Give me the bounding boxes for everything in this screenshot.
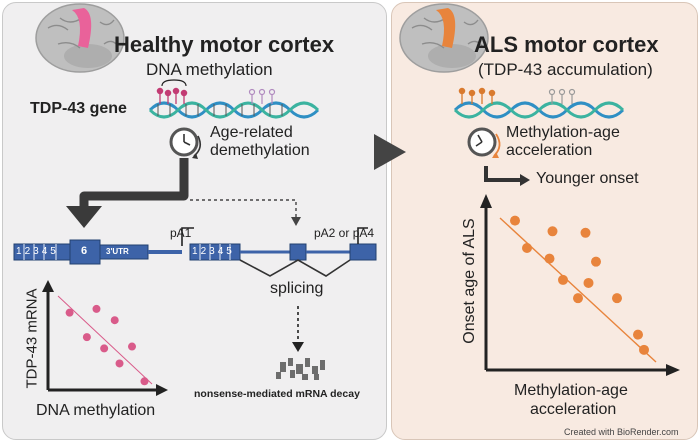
scatter-point xyxy=(65,308,74,317)
dna-methylation-label: DNA methylation xyxy=(146,60,273,79)
downward-flow-arrowhead xyxy=(66,206,102,228)
right-plot-ylabel: Onset age of ALS xyxy=(461,218,478,344)
exon-6-label: 6 xyxy=(81,245,88,257)
pa2-label: pA2 or pA4 xyxy=(314,226,375,240)
scatter-point xyxy=(522,243,532,253)
right-scatter-axes xyxy=(480,194,680,376)
right-plot-xlabel-1: Methylation-age xyxy=(514,382,628,399)
dna-helix-left xyxy=(148,79,320,119)
scatter-point xyxy=(82,333,91,342)
left-clock-label-1: Age-related xyxy=(210,124,293,141)
scatter-point xyxy=(558,274,568,285)
biorender-credit: Created with BioRender.com xyxy=(564,427,679,437)
younger-onset-label: Younger onset xyxy=(536,170,639,187)
scatter-point xyxy=(583,277,594,288)
scatter-point xyxy=(580,227,591,238)
full-transcript xyxy=(13,227,194,265)
left-scatter-axes xyxy=(42,280,168,396)
scatter-point xyxy=(591,256,601,267)
splicing-label: splicing xyxy=(270,280,324,297)
scatter-point xyxy=(128,342,136,351)
scatter-point xyxy=(110,316,119,325)
downward-flow-arrow xyxy=(79,158,189,212)
transition-arrow xyxy=(374,134,406,170)
scatter-point xyxy=(544,253,555,264)
left-plot-ylabel: TDP-43 mRNA xyxy=(23,288,41,389)
brain-right-icon xyxy=(399,3,489,73)
right-clock-label-1: Methylation-age xyxy=(506,124,620,141)
scatter-point xyxy=(633,329,643,340)
right-clock-label-2: acceleration xyxy=(506,142,593,159)
scatter-point xyxy=(100,344,109,353)
right-subtitle: (TDP-43 accumulation) xyxy=(478,60,653,79)
scatter-point xyxy=(612,293,622,304)
right-scatter-points xyxy=(510,215,649,355)
scatter-point xyxy=(92,304,101,313)
scatter-point xyxy=(547,226,558,237)
als-panel xyxy=(391,2,698,440)
gene-label: TDP-43 gene xyxy=(30,100,127,117)
clock-right-icon xyxy=(467,127,501,158)
younger-onset-arrow xyxy=(484,166,524,182)
exon-labels-full: 12345 xyxy=(16,246,59,257)
left-clock-label-2: demethylation xyxy=(210,142,310,159)
clock-left-icon xyxy=(169,127,202,159)
right-plot-xlabel-2: acceleration xyxy=(530,401,617,418)
exon-labels-spliced: 12345 xyxy=(192,246,235,257)
scatter-point xyxy=(639,344,649,355)
scatter-point xyxy=(140,377,149,386)
left-scatter-points xyxy=(65,304,149,386)
left-title: Healthy motor cortex xyxy=(114,32,335,57)
pa1-label: pA1 xyxy=(170,226,192,240)
scatter-point xyxy=(573,293,583,304)
left-plot-xlabel: DNA methylation xyxy=(36,402,156,419)
scatter-point xyxy=(115,359,124,368)
right-title: ALS motor cortex xyxy=(474,32,659,57)
scatter-point xyxy=(510,215,520,226)
mrna-fragments-icon xyxy=(276,358,325,380)
utr-label: 3'UTR xyxy=(106,247,129,256)
dna-helix-right xyxy=(453,87,625,119)
spliced-transcript xyxy=(189,227,377,277)
nmd-label: nonsense-mediated mRNA decay xyxy=(194,388,360,400)
brain-left-icon xyxy=(35,3,125,73)
dotted-flow-arrow xyxy=(190,199,297,218)
